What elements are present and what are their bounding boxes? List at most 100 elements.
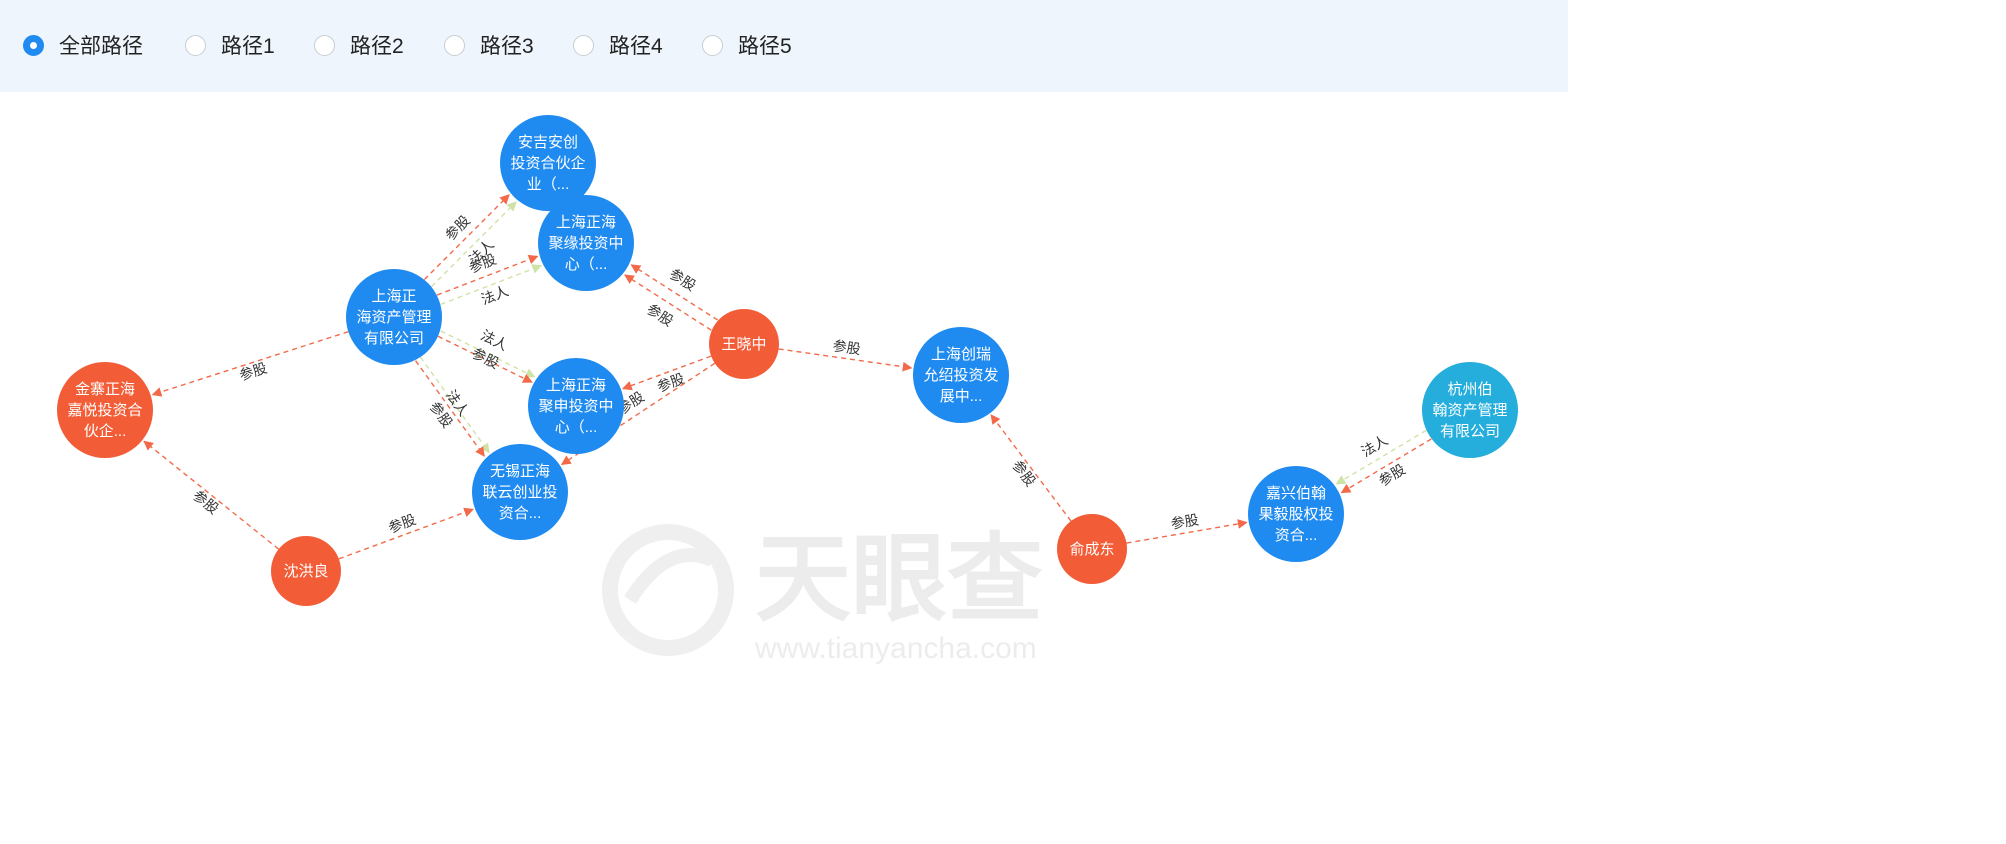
edge-label: 法人 — [1358, 432, 1390, 460]
node-label-line: 翰资产管理 — [1432, 402, 1507, 419]
edge-label: 参股 — [1170, 511, 1200, 531]
graph-node-chuangrui[interactable]: 上海创瑞允绍投资发展中... — [913, 327, 1009, 423]
graph-node-wangxiaozhong[interactable]: 王晓中 — [709, 309, 779, 379]
graph-node-jinzhai[interactable]: 金寨正海嘉悦投资合伙企... — [57, 362, 153, 458]
node-label-line: 资合... — [1275, 527, 1318, 544]
graph-node-shenhongliang[interactable]: 沈洪良 — [271, 536, 341, 606]
node-label-line: 金寨正海 — [75, 380, 135, 398]
edge-label: 参股 — [442, 212, 473, 243]
radio-label: 路径3 — [480, 35, 534, 58]
node-circle — [346, 269, 442, 365]
edge-share-shenhongliang-wuxi — [338, 507, 475, 560]
edge-share-yuchengdong-jiaxing — [1126, 519, 1248, 544]
node-label-line: 聚缘投资中 — [548, 235, 623, 252]
radio-label: 路径1 — [221, 35, 275, 58]
node-circle — [472, 444, 568, 540]
edge-share-wangxiaozhong-jushen — [621, 355, 712, 391]
node-circle — [271, 536, 341, 606]
edge-label: 参股 — [190, 487, 222, 517]
watermark-url: www.tianyancha.com — [754, 632, 1037, 665]
radio-dot — [573, 34, 594, 56]
node-label-line: 嘉兴伯翰 — [1266, 485, 1326, 502]
node-circle — [1422, 362, 1518, 458]
edge-label: 参股 — [386, 511, 418, 536]
radio-path-2[interactable]: 路径2 — [314, 31, 404, 59]
node-label-line: 嘉悦投资合 — [67, 402, 142, 419]
node-circle — [538, 195, 634, 291]
node-circle — [913, 327, 1009, 423]
radio-label: 路径4 — [609, 35, 663, 58]
node-label-line: 允绍投资发 — [923, 367, 998, 384]
watermark-logo-swoosh — [624, 548, 715, 604]
graph-node-juyuan[interactable]: 上海正海聚缘投资中心（... — [538, 195, 634, 291]
radio-dot — [444, 34, 465, 56]
radio-path-4[interactable]: 路径4 — [573, 31, 663, 59]
node-label-line: 联云创业投 — [482, 484, 557, 501]
node-label-line: 展中... — [940, 388, 983, 405]
edge-label: 参股 — [1009, 457, 1039, 489]
edge-label: 参股 — [667, 265, 699, 294]
edge-share-wangxiaozhong-juyuan — [624, 274, 712, 331]
radio-dot — [23, 34, 44, 56]
edge-share-yuchengdong-chuangrui — [990, 414, 1072, 522]
edge-share-wangxiaozhong-wuxi — [560, 362, 716, 466]
radio-label: 全部路径 — [59, 35, 143, 58]
edge-share-wangxiaozhong-juyuan — [630, 264, 719, 321]
node-label-line: 果毅股权投 — [1258, 506, 1333, 523]
node-label-line: 王晓中 — [721, 336, 766, 353]
node-label-line: 俞成东 — [1069, 540, 1114, 558]
edge-share-wangxiaozhong-chuangrui — [778, 348, 913, 372]
edge-label: 参股 — [237, 360, 269, 384]
node-label-line: 有限公司 — [1440, 423, 1500, 440]
node-label-line: 聚申投资中 — [538, 398, 613, 415]
node-circle — [709, 309, 779, 379]
node-label-line: 投资合伙企 — [510, 154, 585, 172]
edge-share-zhenghai-jinzhai — [151, 331, 349, 397]
radio-path-5[interactable]: 路径5 — [702, 31, 792, 59]
radio-label: 路径5 — [738, 35, 792, 58]
edge-label: 法人 — [479, 283, 511, 308]
node-circle — [528, 358, 624, 454]
node-circle — [1248, 466, 1344, 562]
node-label-line: 上海创瑞 — [931, 346, 991, 363]
edge-share-zhenghai-anji — [423, 194, 510, 281]
node-circle — [57, 362, 153, 458]
graph-node-jushen[interactable]: 上海正海聚申投资中心（... — [528, 358, 624, 454]
node-circle — [500, 115, 596, 211]
graph-node-wuxi[interactable]: 无锡正海联云创业投资合... — [472, 444, 568, 540]
node-label-line: 安吉安创 — [518, 134, 578, 151]
graph-node-jiaxing[interactable]: 嘉兴伯翰果毅股权投资合... — [1248, 466, 1344, 562]
node-label-line: 有限公司 — [364, 330, 424, 347]
node-circle — [1057, 514, 1127, 584]
node-label-line: 上海正海 — [546, 377, 606, 394]
node-label-line: 业（... — [527, 176, 570, 193]
radio-label: 路径2 — [350, 35, 404, 58]
edge-label: 参股 — [1376, 461, 1408, 489]
node-label-line: 伙企... — [84, 422, 127, 440]
watermark-logo-icon — [602, 524, 734, 656]
edge-label: 参股 — [655, 370, 687, 395]
node-label-line: 海资产管理 — [356, 309, 431, 326]
graph-node-anji[interactable]: 安吉安创投资合伙企业（... — [500, 115, 596, 211]
edge-legal-zhenghai-anji — [430, 201, 517, 288]
edge-legal-zhenghai-wuxi — [419, 356, 490, 454]
radio-dot — [314, 34, 335, 56]
node-label-line: 杭州伯 — [1447, 381, 1492, 398]
node-label-line: 无锡正海 — [490, 463, 550, 480]
radio-path-3[interactable]: 路径3 — [444, 31, 534, 59]
radio-path-1[interactable]: 路径1 — [185, 31, 275, 59]
node-label-line: 沈洪良 — [283, 563, 328, 580]
relationship-graph: 天眼查 www.tianyancha.com 参股法人参股法人参股参股参股法人参… — [57, 115, 1518, 665]
tianyancha-watermark: 天眼查 www.tianyancha.com — [602, 524, 1043, 665]
radio-all-paths[interactable]: 全部路径 — [23, 31, 143, 59]
node-label-line: 心（... — [565, 256, 608, 273]
radio-dot — [185, 34, 206, 56]
node-label-line: 心（... — [555, 419, 598, 436]
node-label-line: 资合... — [499, 505, 542, 522]
watermark-brand: 天眼查 — [755, 526, 1043, 633]
graph-node-yuchengdong[interactable]: 俞成东 — [1057, 514, 1127, 584]
edge-label: 参股 — [832, 337, 862, 357]
radio-dot — [702, 34, 723, 56]
